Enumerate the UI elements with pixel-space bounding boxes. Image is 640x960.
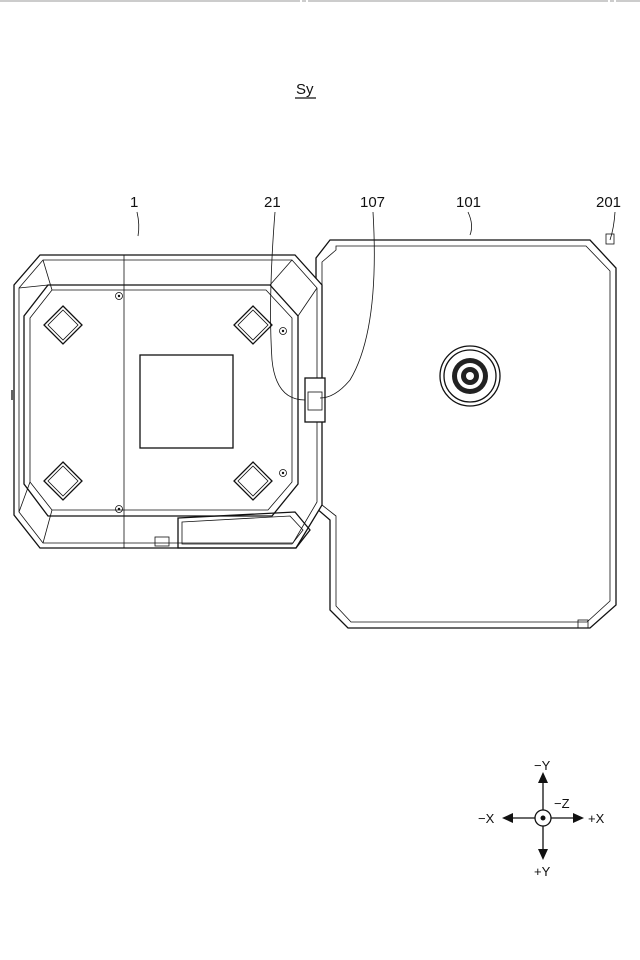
axis-indicator	[502, 772, 584, 860]
leader-line-101	[468, 212, 472, 235]
axis-label-plus-x: +X	[588, 811, 605, 826]
axis-label-minus-y: −Y	[534, 758, 551, 773]
leader-line-1	[137, 212, 139, 236]
axis-label-minus-z: −Z	[554, 796, 570, 811]
ref-label-101: 101	[456, 194, 481, 211]
ref-label-1: 1	[130, 194, 138, 211]
figure-title: Sy	[296, 81, 314, 98]
ref-label-21: 21	[264, 194, 281, 211]
device-body-1	[12, 255, 322, 548]
panel-101	[316, 234, 616, 628]
ref-label-107: 107	[360, 194, 385, 211]
axis-label-minus-x: −X	[478, 811, 495, 826]
axis-label-plus-y: +Y	[534, 864, 551, 879]
latch-part-21	[305, 378, 325, 422]
ref-label-201: 201	[596, 194, 621, 211]
